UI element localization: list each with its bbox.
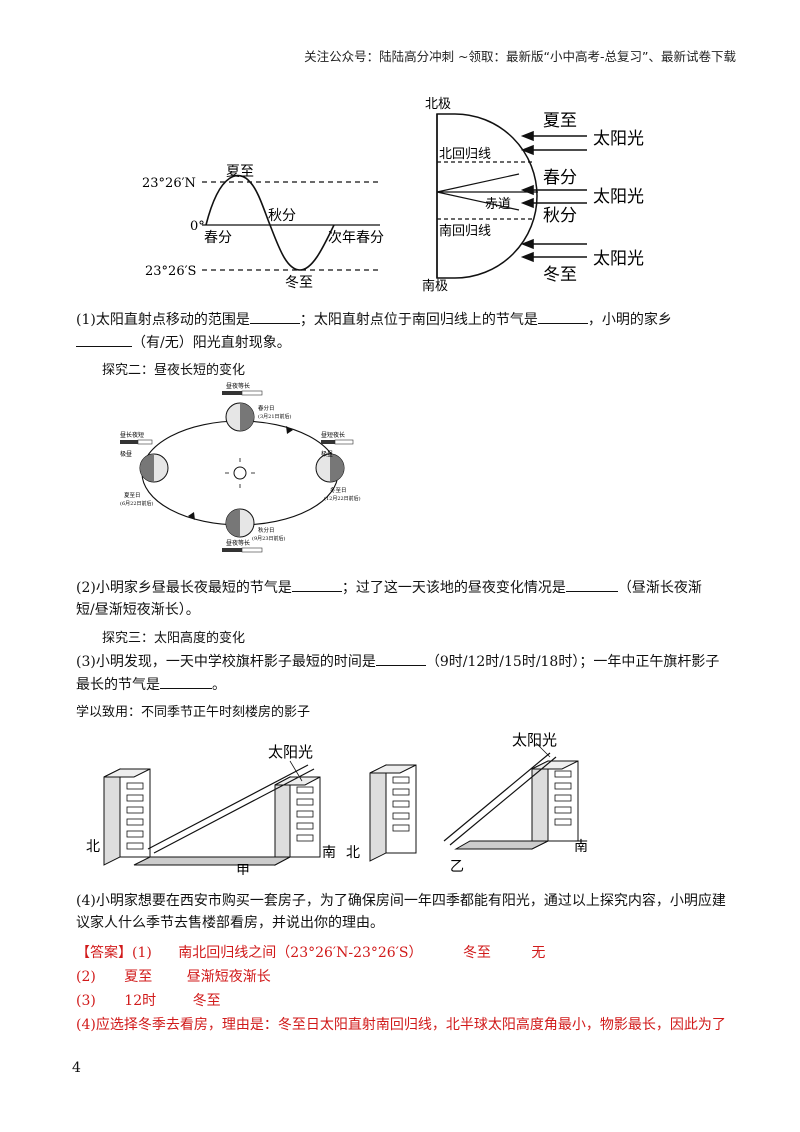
bld-jia: 甲 — [236, 863, 250, 875]
question-3: (3)小明发现，一天中学校旗杆影子最短的时间是（9时/12时/15时/18时）；… — [76, 650, 736, 696]
building-shadow-diagram: 太阳光 北 南 甲 太阳光 北 南 乙 — [86, 731, 588, 875]
blank-2b[interactable] — [565, 576, 618, 592]
blank-1a[interactable] — [249, 308, 300, 324]
orbit-right-sub: 极昼 — [321, 450, 333, 458]
orbit-spring-date: 春分日 — [258, 404, 275, 412]
label-spring-2: 春分 — [543, 168, 577, 188]
sunlight-label-3: 太阳光 — [593, 249, 644, 269]
label-summer: 夏至 — [226, 164, 254, 180]
orbit-eq-bottom: 昼夜等长 — [226, 539, 250, 547]
label-lat-0: 0° — [190, 219, 205, 234]
blank-3a[interactable] — [375, 650, 426, 666]
question-4: (4)小明家想要在西安市购买一套房子，为了确保房间一年四季都能有阳光，通过以上探… — [76, 893, 726, 931]
answer-line-4: (4)应选择冬季去看房，理由是：冬至日太阳直射南回归线，北半球太阳高度角最小，物… — [76, 1017, 726, 1033]
orbit-right-label: 昼短夜长 — [321, 431, 345, 439]
label-north-pole: 北极 — [425, 97, 451, 112]
blank-3b[interactable] — [160, 673, 212, 689]
blank-1c[interactable] — [76, 331, 132, 347]
label-autumn-2: 秋分 — [543, 206, 577, 226]
label-tropic-n: 北回归线 — [439, 147, 491, 162]
question-1: (1)太阳直射点移动的范围是；太阳直射点位于南回归线上的节气是，小明的家乡 （有… — [76, 308, 736, 354]
section-explore-2: 探究二：昼夜长短的变化 — [102, 363, 246, 378]
answer-line-2: (2) 夏至 昼渐短夜渐长 — [76, 969, 271, 985]
label-summer-2: 夏至 — [543, 111, 577, 131]
orbit-autumn-sub: (9月23日前后) — [252, 535, 285, 542]
earth-orbit-diagram: 昼夜等长 春分日 (3月21日前后) 昼长夜短 极昼 夏至日 (6月22日前后)… — [120, 382, 361, 553]
answer-line-3: (3) 12时 冬至 — [76, 993, 221, 1009]
bld-south-2: 南 — [574, 839, 588, 855]
subsolar-migration-diagram: 23°26′N 0° 23°26′S 夏至 春分 秋分 冬至 次年春分 — [142, 164, 384, 290]
label-autumn: 秋分 — [268, 208, 296, 224]
orbit-left-date: 夏至日 — [124, 492, 141, 499]
orbit-autumn-date: 秋分日 — [258, 526, 275, 534]
orbit-eq-top: 昼夜等长 — [226, 382, 250, 390]
label-lat-s: 23°26′S — [145, 264, 196, 279]
blank-2a[interactable] — [291, 576, 342, 592]
earth-sunlight-diagram: 北极 南极 北回归线 赤道 南回归线 夏至 春分 秋分 冬至 太阳光 太阳光 太… — [422, 97, 644, 292]
sunlight-label-2: 太阳光 — [593, 187, 644, 207]
orbit-left-date-sub: (6月22日前后) — [120, 500, 153, 507]
orbit-spring-sub: (3月21日前后) — [258, 413, 291, 420]
blank-1b[interactable] — [537, 308, 588, 324]
label-winter: 冬至 — [285, 275, 313, 290]
bld-sunlight-2: 太阳光 — [512, 731, 557, 749]
label-south-pole: 南极 — [422, 278, 448, 292]
section-apply: 学以致用：不同季节正午时刻楼房的影子 — [76, 705, 311, 720]
page-number: 4 — [72, 1060, 81, 1076]
orbit-left-label: 昼长夜短 — [120, 431, 144, 439]
label-lat-n: 23°26′N — [142, 176, 196, 191]
orbit-right-date-sub: (12月22日前后) — [324, 495, 361, 502]
label-equator: 赤道 — [485, 197, 511, 212]
section-explore-3: 探究三：太阳高度的变化 — [102, 631, 246, 646]
bld-south-1: 南 — [322, 845, 336, 861]
label-spring: 春分 — [204, 230, 232, 246]
label-winter-2: 冬至 — [543, 265, 577, 285]
sunlight-label-1: 太阳光 — [593, 129, 644, 149]
bld-north-2: 北 — [346, 845, 360, 861]
bld-yi: 乙 — [450, 859, 464, 875]
label-tropic-s: 南回归线 — [439, 223, 491, 239]
label-next-spring: 次年春分 — [328, 230, 384, 246]
page-header: 关注公众号：陆陆高分冲刺 ~领取：最新版“小中高考-总复习”、最新试卷下载 — [304, 49, 736, 64]
bld-north-1: 北 — [86, 839, 100, 855]
answer-block: 【答案】(1) 南北回归线之间（23°26′N-23°26′S） 冬至 无 (2… — [76, 941, 736, 1037]
answer-line-1: 【答案】(1) 南北回归线之间（23°26′N-23°26′S） 冬至 无 — [76, 945, 546, 961]
orbit-left-sub: 极昼 — [120, 450, 132, 458]
bld-sunlight-1: 太阳光 — [268, 743, 313, 761]
question-2: (2)小明家乡昼最长夜最短的节气是；过了这一天该地的昼夜变化情况是（昼渐长夜渐 … — [76, 576, 736, 621]
orbit-right-date: 冬至日 — [330, 486, 347, 494]
